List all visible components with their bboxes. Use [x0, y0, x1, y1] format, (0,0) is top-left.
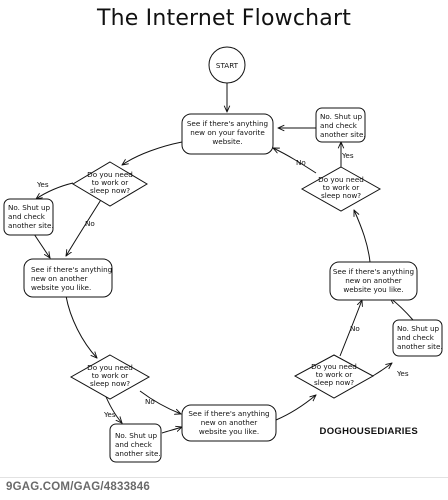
edge-another-to-question: [275, 395, 316, 421]
edge-label-no: No: [85, 219, 95, 228]
edge-favorite-to-question: [122, 141, 183, 165]
another-site-box: [181, 404, 277, 442]
node-text-q-right-top: sleep now?: [321, 191, 361, 200]
node-text-start: START: [216, 61, 239, 70]
another-site-box: [23, 258, 113, 298]
shut-up-box: [109, 423, 162, 463]
footer-url[interactable]: 9GAG.COM/GAG/4833846: [6, 481, 150, 493]
edge-question-no: [273, 148, 317, 174]
node-text-shut-left-top: and check: [8, 212, 46, 221]
node-text-another-left: new on another: [31, 274, 88, 283]
node-text-shut-bottom: another site.: [115, 449, 161, 458]
node-text-q-right-bottom: Do you need: [311, 362, 357, 371]
node-text-shut-top-right: another site.: [320, 130, 366, 139]
node-text-q-left-bottom: Do you need: [87, 363, 133, 372]
node-text-shut-top-right: and check: [320, 121, 358, 130]
shut-up-box: [315, 107, 366, 143]
node-text-shut-right-bottom: and check: [397, 333, 435, 342]
page-title: The Internet Flowchart: [96, 6, 352, 31]
edge-question-no: [139, 390, 181, 414]
edge-question-yes: [36, 182, 74, 199]
node-text-fav-site: website.: [212, 137, 242, 146]
edge-another-to-question: [65, 295, 97, 358]
edge-label-yes: Yes: [396, 369, 409, 378]
node-text-another-right: See if there's anything: [333, 267, 414, 276]
node-text-q-right-top: Do you need: [318, 175, 364, 184]
shut-up-box: [3, 198, 54, 236]
node-text-q-right-bottom: sleep now?: [314, 378, 354, 387]
node-text-q-left-top: Do you need: [87, 170, 133, 179]
node-text-q-right-bottom: to work or: [316, 370, 353, 379]
node-text-q-left-top: sleep now?: [90, 186, 130, 195]
edge-label-yes: Yes: [341, 151, 354, 160]
edge-question-no: [339, 300, 362, 357]
shut-up-box: [392, 319, 443, 357]
node-text-another-left: website you like.: [31, 283, 91, 292]
node-text-another-right: website you like.: [343, 285, 403, 294]
node-text-fav-site: new on your favorite: [190, 128, 265, 137]
node-text-another-bottom: See if there's anything: [188, 409, 269, 418]
node-text-q-left-bottom: to work or: [92, 371, 129, 380]
edge-shut-to-another: [33, 233, 50, 258]
edge-label-yes: Yes: [103, 410, 116, 419]
node-text-shut-bottom: and check: [115, 440, 153, 449]
node-text-shut-left-top: No. Shut up: [8, 203, 51, 212]
start-node: [208, 46, 246, 84]
another-site-box: [329, 261, 418, 301]
decision-diamond: [72, 161, 148, 207]
node-text-shut-right-bottom: another site.: [397, 342, 443, 351]
decision-diamond: [300, 166, 382, 212]
node-text-q-left-top: to work or: [92, 178, 129, 187]
node-text-fav-site: See if there's anything: [187, 119, 268, 128]
node-text-shut-right-bottom: No. Shut up: [397, 324, 440, 333]
edge-label-no: No: [145, 397, 155, 406]
node-text-another-bottom: website you like.: [199, 427, 259, 436]
edge-another-to-question: [353, 210, 371, 263]
favorite-site-box: [181, 113, 274, 155]
edge-label-no: No: [350, 324, 360, 333]
node-text-shut-left-top: another site.: [8, 221, 54, 230]
node-text-another-left: See if there's anything: [31, 265, 112, 274]
node-text-q-left-bottom: sleep now?: [90, 379, 130, 388]
edge-label-no: No: [296, 158, 306, 167]
credit-text: DOGHOUSEDIARIES: [319, 426, 418, 437]
node-text-q-right-top: to work or: [323, 183, 360, 192]
decision-diamond: [69, 354, 151, 400]
node-text-another-bottom: new on another: [201, 418, 258, 427]
edge-shut-to-another: [390, 298, 414, 321]
edge-shut-to-another: [161, 427, 182, 434]
node-text-another-right: new on another: [345, 276, 402, 285]
node-text-shut-top-right: No. Shut up: [320, 112, 363, 121]
edge-label-yes: Yes: [36, 180, 49, 189]
footer-bar: 9GAG.COM/GAG/4833846: [0, 477, 448, 500]
decision-diamond: [293, 354, 375, 399]
node-text-shut-bottom: No. Shut up: [115, 431, 158, 440]
